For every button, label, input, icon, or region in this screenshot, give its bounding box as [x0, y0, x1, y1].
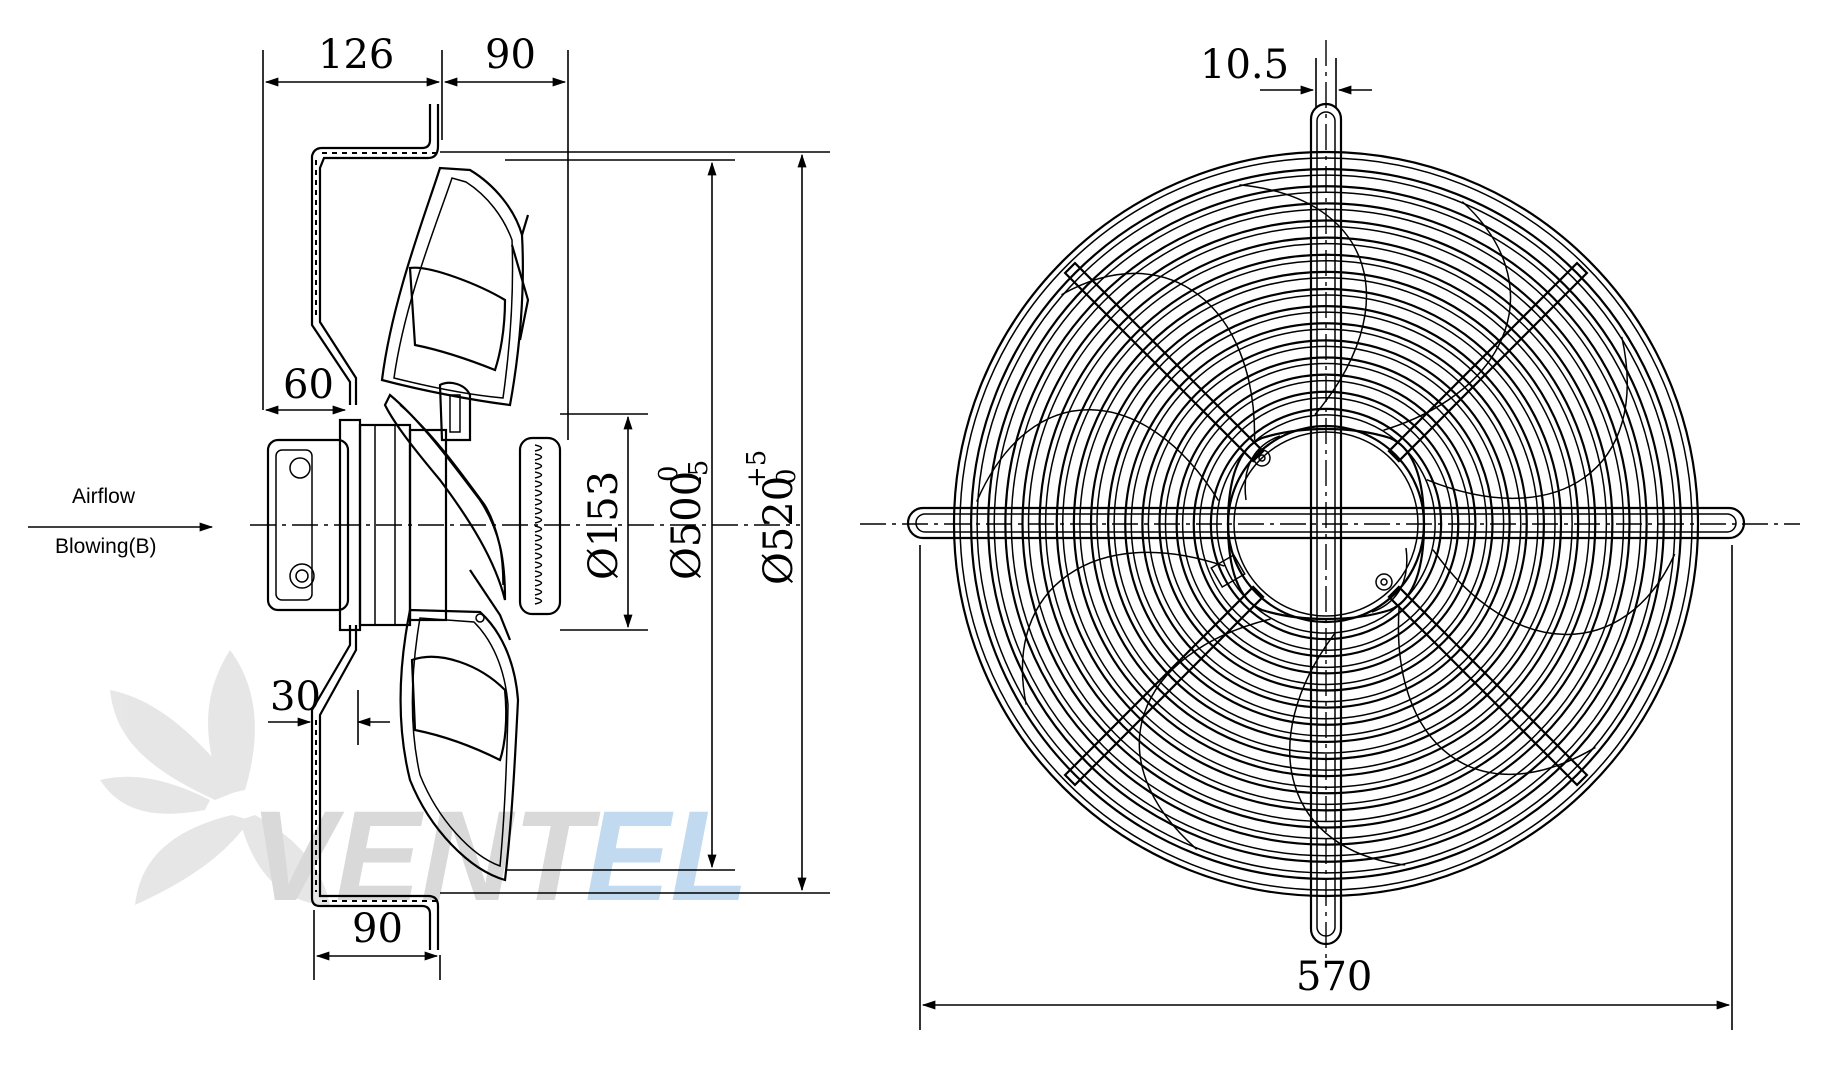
- dim-guard-width-text: 570: [1296, 954, 1372, 1000]
- fan-blade-lower: [399, 569, 520, 882]
- rotor-fin: [534, 543, 543, 551]
- dim-hub-diameter: Ø153: [560, 413, 648, 631]
- rotor-fin: [534, 534, 543, 542]
- dim-60-text: 60: [283, 362, 334, 408]
- fan-blade-edge: [1289, 633, 1406, 866]
- dim-guard-width: 570: [919, 545, 1733, 1030]
- dim-top: 126 90: [262, 32, 569, 440]
- rotor-fin: [534, 507, 543, 515]
- cable-exit-icon: [1210, 553, 1246, 589]
- fan-blade-mid: [383, 393, 507, 601]
- motor-hub: [408, 428, 448, 622]
- dim-blade-diameter: Ø500 0 -5: [505, 159, 735, 871]
- dim-ring-tol-lower: 0: [772, 468, 802, 485]
- fan-blade-upper: [380, 166, 530, 442]
- motor: [266, 418, 562, 632]
- rotor-fin: [534, 444, 543, 452]
- dim-ring-diameter: Ø520 +5 0: [440, 151, 830, 894]
- rotor-fin: [534, 462, 543, 470]
- dim-126-text: 126: [318, 32, 394, 78]
- ring-profile-top: [310, 104, 432, 405]
- rotor-housing: [518, 436, 562, 616]
- guard-spoke: [1063, 585, 1265, 787]
- side-view: Airflow Blowing(B) 126 90 60 30: [28, 32, 830, 980]
- motor-terminal-box: [266, 438, 350, 612]
- rotor-fin: [534, 498, 543, 506]
- rotor-fin: [534, 516, 543, 524]
- rotor-fin: [534, 489, 543, 497]
- hub-bolt-icon-2: [1375, 573, 1393, 591]
- guard-spoke: [1063, 261, 1265, 463]
- fan-logo-icon: [100, 650, 330, 905]
- dim-90-bottom-text: 90: [352, 906, 403, 952]
- guard-spoke: [1387, 261, 1589, 463]
- hub-bolt-icon: [1253, 449, 1271, 467]
- watermark-brand-part1: VENT: [250, 785, 601, 928]
- rotor-fin: [534, 552, 543, 560]
- dim-ring-diameter-text: Ø520: [756, 476, 802, 585]
- blowing-label: Blowing(B): [55, 535, 157, 558]
- dim-bar-width: 10.5: [1200, 42, 1372, 108]
- ring-profile-bottom: [310, 625, 432, 950]
- ring-profile-bottom-inner: [318, 625, 440, 950]
- dim-ring-tol-upper: +5: [742, 450, 772, 488]
- fan-blade-edge: [1426, 336, 1628, 500]
- dim-90-bottom: 90: [313, 906, 441, 980]
- rotor-fin: [534, 570, 543, 578]
- dim-bar-width-text: 10.5: [1200, 42, 1289, 88]
- dim-hub-diameter-text: Ø153: [581, 471, 627, 580]
- rotor-fin: [534, 579, 543, 587]
- dim-blade-diameter-text: Ø500: [664, 471, 710, 580]
- rotor-fin: [534, 480, 543, 488]
- rotor-fin: [534, 588, 543, 596]
- rotor-fin: [534, 471, 543, 479]
- dim-90-top-text: 90: [485, 32, 536, 78]
- rotor-fins: [534, 444, 543, 605]
- rotor-fin: [534, 561, 543, 569]
- rotor-fin: [534, 525, 543, 533]
- dim-blade-tol-lower: -5: [684, 460, 714, 485]
- guard-spoke: [1387, 585, 1589, 787]
- front-view: 10.5 570: [860, 40, 1800, 1030]
- fan-blade-edge: [1021, 551, 1225, 705]
- watermark-brand-part2: EL: [585, 785, 749, 928]
- dim-30-text: 30: [270, 674, 321, 720]
- dim-30: 30: [268, 674, 390, 745]
- rotor-fin: [534, 453, 543, 461]
- guard-spokes: [1063, 261, 1589, 787]
- airflow-label: Airflow: [72, 485, 136, 508]
- rotor-fin: [534, 597, 543, 605]
- cable-gland-icon: [289, 563, 315, 589]
- brand-watermark: VENT EL: [100, 650, 749, 928]
- dim-60: 60: [264, 362, 347, 415]
- ring-profile-top-inner: [318, 104, 440, 405]
- motor-screw-icon: [289, 457, 311, 479]
- dim-blade-tol-upper: 0: [654, 465, 684, 482]
